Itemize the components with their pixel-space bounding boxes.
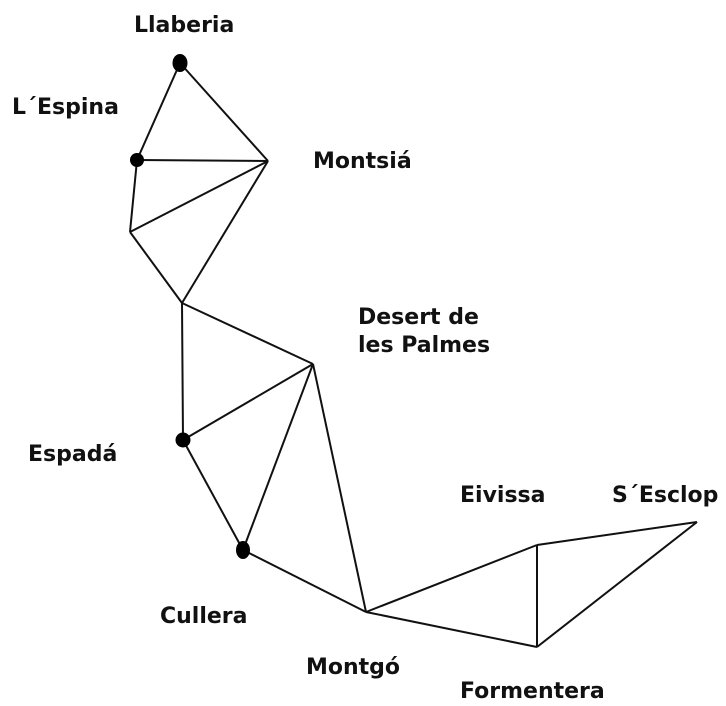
label-desert-line2: les Palmes [358,333,491,358]
node-lespina [130,153,144,167]
edge-eivissa-sesclop [536,521,698,546]
network-edges [129,62,698,648]
label-montgo: Montgó [306,655,401,680]
label-lespina: L´Espina [12,95,119,120]
edge-b-desert [181,302,314,365]
edge-montgo-formentera [365,611,538,648]
edge-espada-cullera [182,439,244,551]
label-sesclop: S´Esclop [612,483,719,508]
edge-lespina-montsia [136,159,269,162]
node-espada [175,432,191,448]
edge-montsia-b [181,160,269,304]
node-cullera [236,541,250,559]
edge-llaberia-lespina [136,62,181,161]
label-cullera: Cullera [160,604,248,629]
node-llaberia [172,54,188,72]
edge-llaberia-montsia [179,62,269,162]
edge-desert-montgo [312,363,367,613]
network-nodes [130,54,250,559]
label-eivissa: Eivissa [460,483,546,508]
edge-cullera-montgo [242,549,367,613]
label-formentera: Formentera [460,679,605,704]
label-desert-de-les-palmes: Desert de les Palmes [358,304,490,360]
label-espada: Espadá [28,442,118,467]
edge-a-montsia [129,160,269,233]
label-montsia: Montsiá [313,149,412,174]
edge-espada-desert [182,363,314,441]
label-desert-line1: Desert de [358,305,479,330]
edge-b-espada [181,302,184,441]
edge-a-b [129,231,183,304]
edge-montgo-eivissa [365,544,538,613]
edge-formentera-sesclop [536,521,698,648]
edge-lespina-a [129,159,138,233]
label-llaberia: Llaberia [134,13,235,38]
edge-cullera-desert [242,363,314,551]
